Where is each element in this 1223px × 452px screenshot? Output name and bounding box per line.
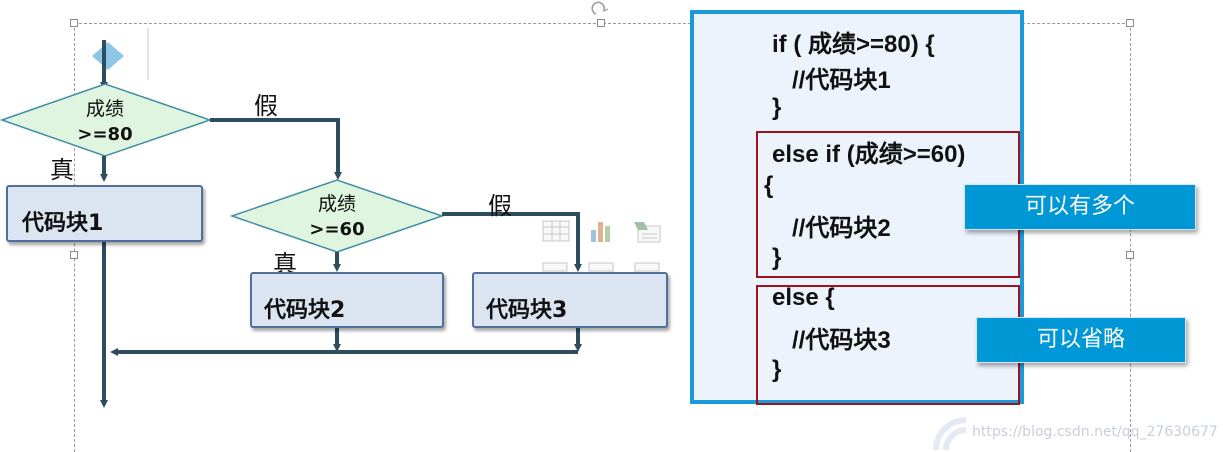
- entry-marker-icon: [92, 42, 124, 70]
- decision-1-true-label: 真: [50, 156, 74, 184]
- decision-2-label: 成绩 >=60: [292, 191, 382, 243]
- decision-2-line1: 成绩: [317, 193, 356, 215]
- watermark-text: https://blog.csdn.net/qq_27630677: [972, 424, 1218, 440]
- decision-2-line2: >=60: [309, 219, 365, 240]
- decision-1-label: 成绩 >=80: [60, 96, 150, 148]
- watermark-logo-icon: [933, 417, 967, 451]
- image-icon: [588, 262, 614, 272]
- resize-handle[interactable]: [1126, 251, 1134, 259]
- decision-2-false-label: 假: [488, 192, 512, 220]
- code-block-2: 代码块2: [250, 272, 444, 328]
- decision-1-line2: >=80: [77, 124, 133, 145]
- resize-handle[interactable]: [1126, 19, 1134, 27]
- code-line: //代码块3: [772, 327, 891, 354]
- selection-frame-right: [1130, 23, 1131, 452]
- code-block-3: 代码块3: [472, 272, 668, 328]
- code-block-1: 代码块1: [6, 185, 203, 242]
- picture-icon: [542, 262, 568, 272]
- resize-handle[interactable]: [70, 251, 78, 259]
- code-line: }: [772, 356, 782, 383]
- code-block-1-label: 代码块1: [22, 211, 104, 236]
- code-block-3-label: 代码块3: [486, 298, 568, 323]
- resize-handle[interactable]: [597, 19, 605, 27]
- code-line: //代码块2: [772, 215, 891, 242]
- bar-chart-icon: [591, 222, 610, 242]
- decision-1-false-label: 假: [254, 92, 278, 120]
- callout-multiple: 可以有多个: [964, 184, 1196, 230]
- decision-1-line1: 成绩: [85, 98, 124, 120]
- resize-handle[interactable]: [70, 19, 78, 27]
- code-line: }: [772, 94, 782, 121]
- table-icon: [542, 220, 570, 242]
- arrow-d2-false: [442, 212, 582, 272]
- callout-optional: 可以省略: [976, 317, 1186, 363]
- code-line: //代码块1: [772, 67, 891, 94]
- code-line: else if (成绩>=60): [772, 141, 966, 168]
- flowchart: [0, 28, 582, 408]
- code-line: if ( 成绩>=80) {: [772, 31, 935, 58]
- rotate-handle-icon[interactable]: [590, 0, 612, 18]
- code-line: {: [764, 172, 774, 199]
- code-line: }: [772, 244, 782, 271]
- arrow-d1-false: [210, 118, 342, 180]
- code-block-2-label: 代码块2: [264, 298, 346, 323]
- code-line: else {: [772, 284, 835, 311]
- media-icon: [634, 262, 660, 272]
- text-box-icon: [634, 222, 661, 243]
